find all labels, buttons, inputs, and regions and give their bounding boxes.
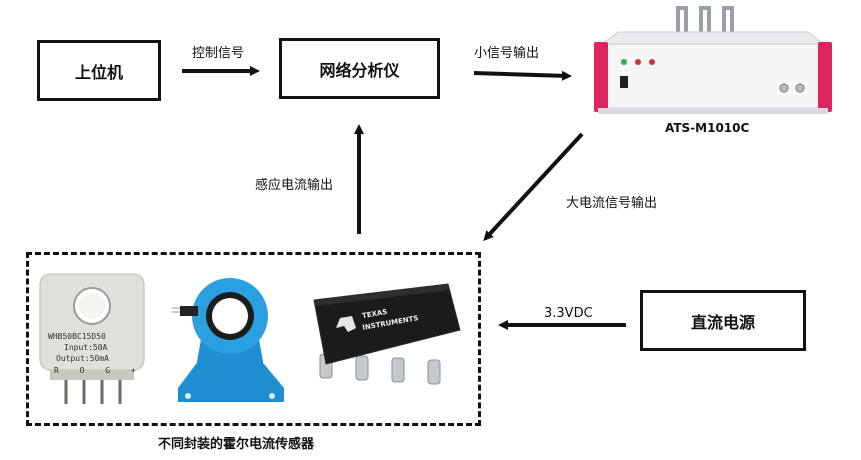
small-signal-output-label: 小信号输出	[474, 46, 540, 61]
arrow-instrument-to-sensors	[483, 132, 584, 241]
arrow-analyzer-to-instrument	[473, 70, 572, 81]
sensor1-input-text: Input:50A	[64, 343, 108, 352]
sensor1-output-text: Output:50mA	[56, 354, 109, 363]
control-signal-label: 控制信号	[192, 46, 245, 61]
instrument-model-label: ATS-M1010C	[665, 121, 750, 135]
large-current-output-label: 大电流信号输出	[566, 196, 658, 211]
sensor-group-caption: 不同封装的霍尔电流传感器	[158, 437, 315, 452]
hall-sensor-module: WHB50BC15D50 Input:50A Output:50mA R O G…	[36, 270, 148, 410]
analyzer-box: 网络分析仪	[279, 38, 440, 99]
sensor-group-box	[26, 252, 481, 426]
sensor1-model-text: WHB50BC15D50	[48, 332, 106, 341]
dc-voltage-label: 3.3VDC	[544, 306, 593, 321]
dc-supply-label: 直流电源	[690, 312, 755, 332]
instrument-image	[594, 6, 832, 114]
host-box: 上位机	[37, 40, 161, 101]
analyzer-label: 网络分析仪	[319, 60, 400, 80]
host-label: 上位机	[74, 62, 123, 82]
hall-sensor-toroid	[172, 278, 284, 402]
induced-current-output-label: 感应电流输出	[255, 178, 334, 193]
hall-sensor-ic-chip: TEXAS INSTRUMENTS	[300, 270, 466, 400]
dc-supply-box: 直流电源	[640, 290, 806, 351]
sensor1-pins-text: R O G +	[54, 366, 144, 375]
